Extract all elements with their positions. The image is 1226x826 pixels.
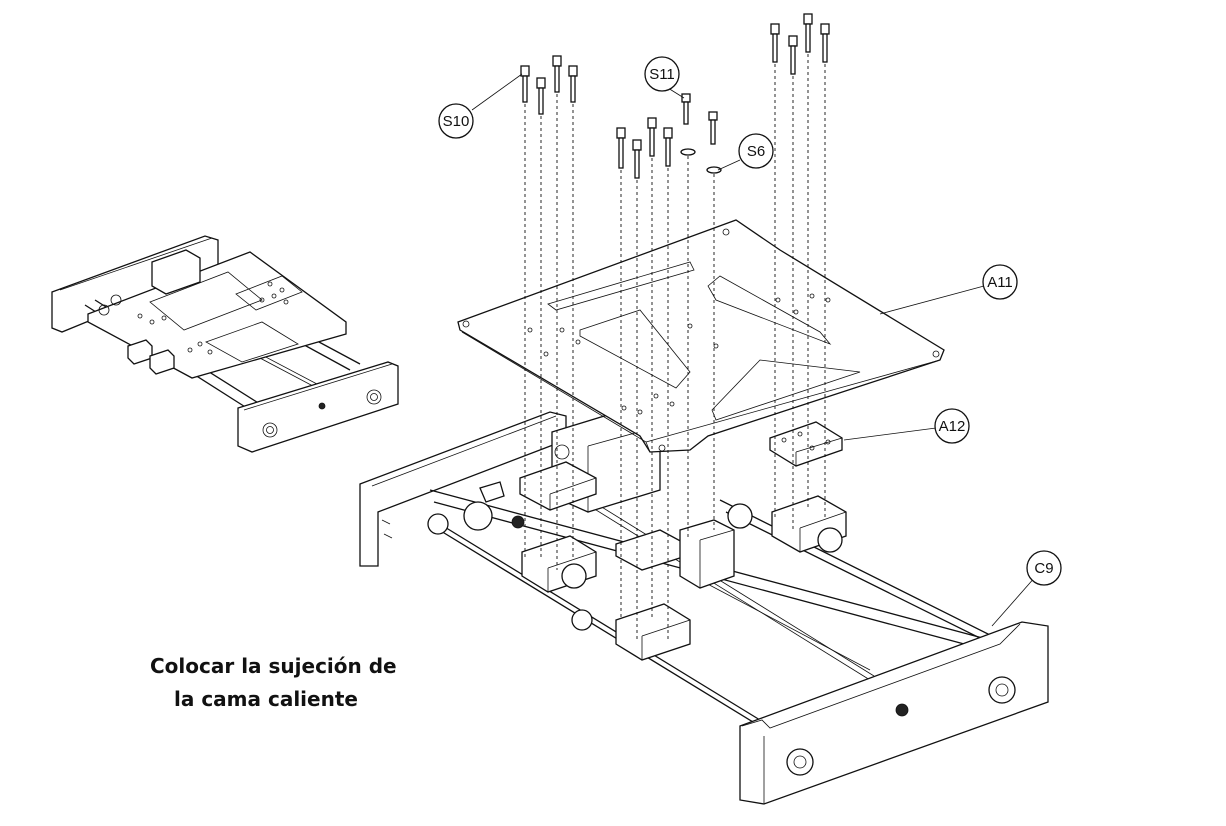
svg-text:A12: A12 [939,418,966,435]
screws-right [770,13,830,75]
callout-a11: A11 [879,264,1018,315]
callout-s10: S10 [438,73,523,139]
caption-line-1: Colocar la sujeción de [150,654,397,678]
callout-s11: S11 [644,56,685,99]
svg-text:S10: S10 [443,113,470,130]
caption-line-2: la cama caliente [174,687,358,711]
svg-text:A11: A11 [987,274,1013,291]
main-assembly [359,409,1049,805]
callout-a12: A12 [843,408,970,444]
svg-text:C9: C9 [1034,560,1053,577]
screws-s10-left [520,55,578,115]
bracket-a12 [769,421,843,467]
assembly-guide-lines [524,54,826,640]
instruction-caption: Colocar la sujeción de la cama caliente [150,650,397,716]
svg-text:S11: S11 [649,66,675,83]
callout-c9: C9 [991,550,1062,627]
svg-text:S6: S6 [747,143,765,160]
screws-middle [616,93,722,179]
bed-plate-a11 [457,219,945,453]
preview-assembly [51,235,399,453]
callout-s6: S6 [717,133,774,171]
